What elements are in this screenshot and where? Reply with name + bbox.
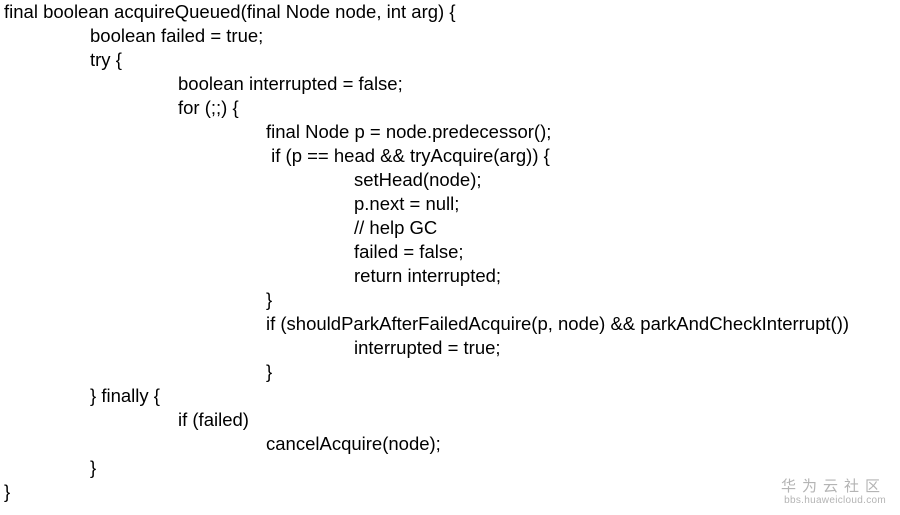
code-line: }	[266, 289, 273, 310]
code-line: final boolean acquireQueued(final Node n…	[4, 1, 456, 22]
code-line: final Node p = node.predecessor();	[266, 121, 552, 142]
code-line: if (shouldParkAfterFailedAcquire(p, node…	[266, 313, 850, 334]
code-line: if (failed)	[178, 409, 249, 430]
code-line: boolean failed = true;	[90, 25, 264, 46]
code-line: }	[90, 457, 97, 478]
code-line: // help GC	[354, 217, 438, 238]
code-line: interrupted = true;	[354, 337, 501, 358]
code-line: cancelAcquire(node);	[266, 433, 441, 454]
code-line: }	[4, 481, 11, 502]
code-line: boolean interrupted = false;	[178, 73, 403, 94]
code-line: }	[266, 361, 273, 382]
code-line: setHead(node);	[354, 169, 482, 190]
code-line: failed = false;	[354, 241, 464, 262]
code-line: } finally {	[90, 385, 160, 406]
watermark-url: bbs.huaweicloud.com	[784, 495, 886, 506]
code-line: for (;;) {	[178, 97, 239, 118]
code-line: if (p == head && tryAcquire(arg)) {	[266, 145, 550, 166]
watermark: 华为云社区 bbs.huaweicloud.com	[781, 477, 886, 507]
code-line: return interrupted;	[354, 265, 502, 286]
code-line: p.next = null;	[354, 193, 460, 214]
code-line: try {	[90, 49, 122, 70]
watermark-title: 华为云社区	[780, 477, 886, 495]
